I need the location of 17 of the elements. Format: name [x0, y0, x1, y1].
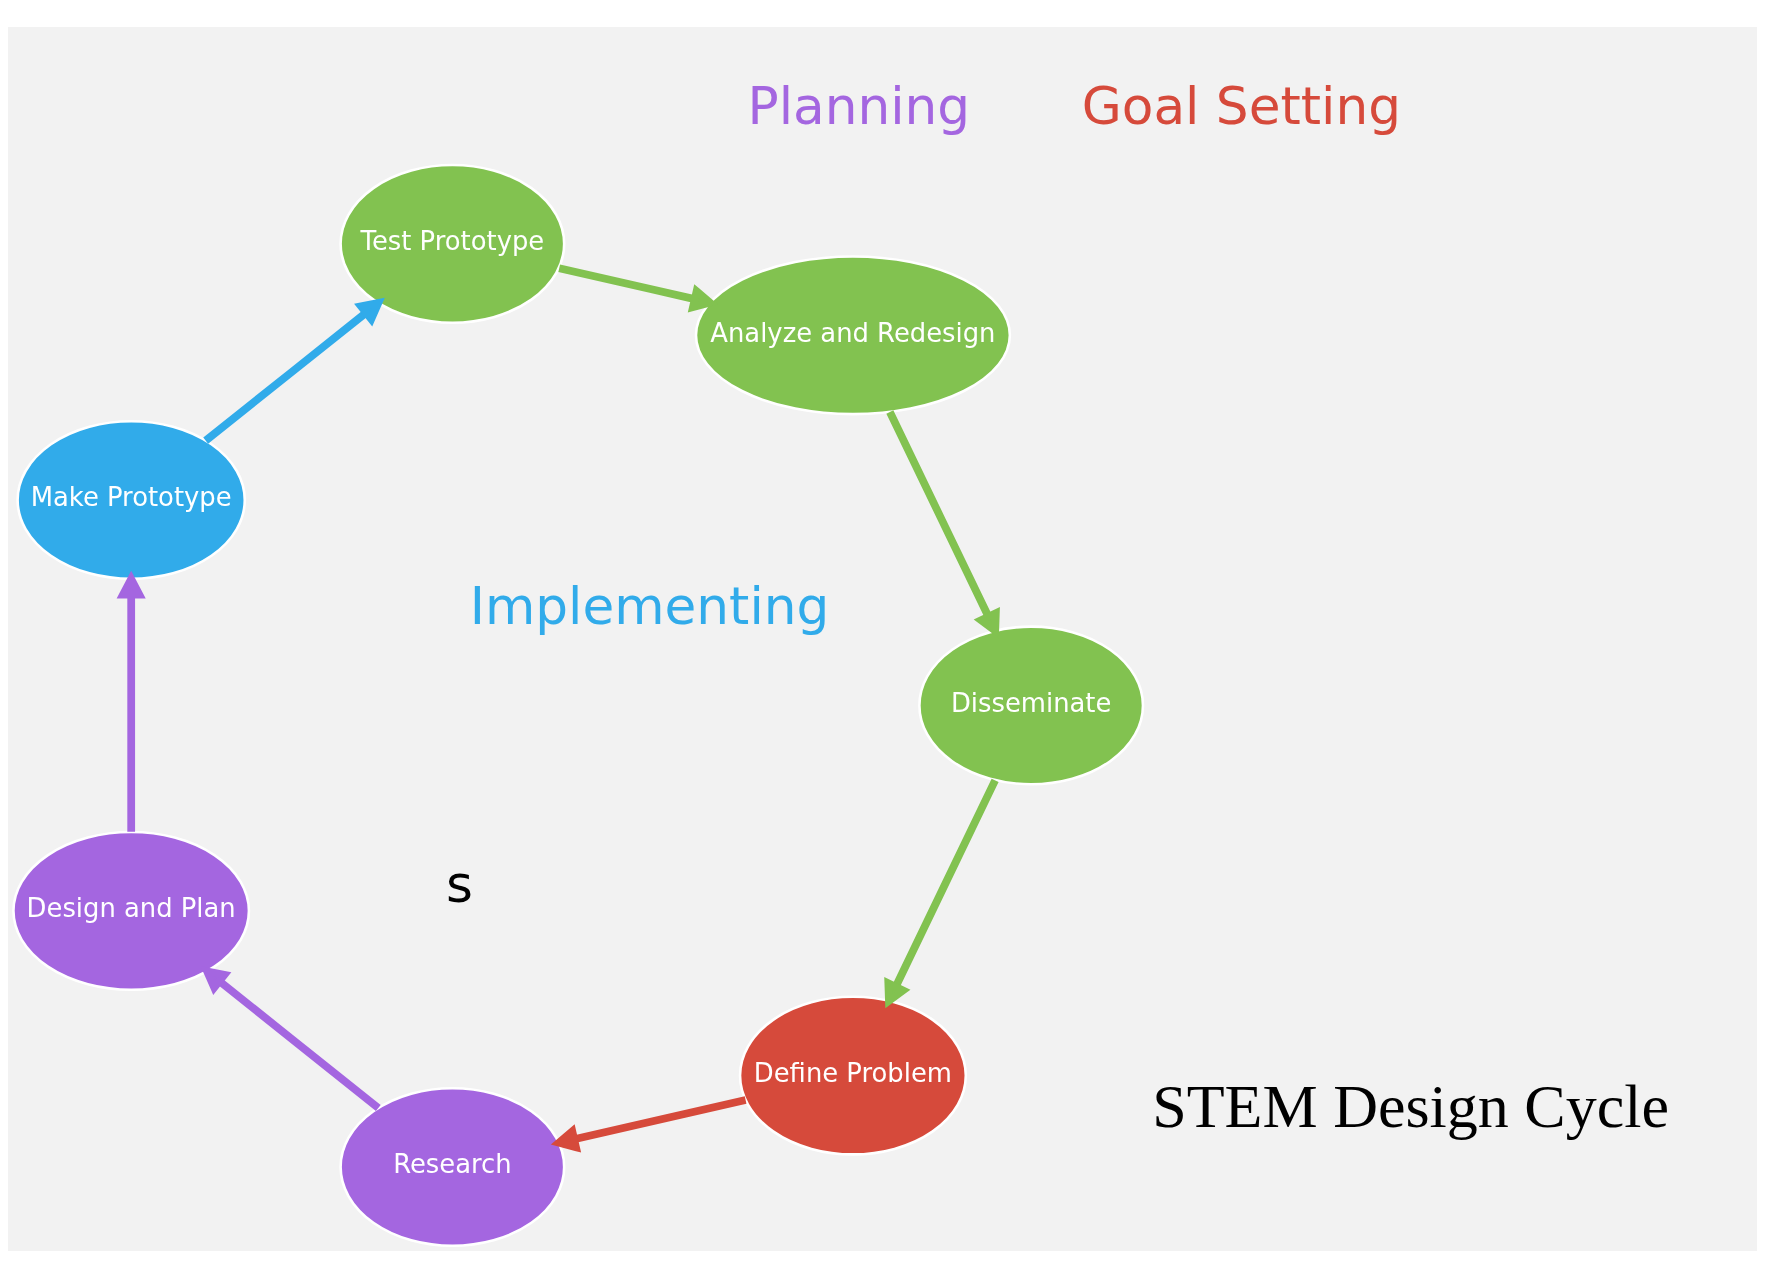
node-ellipse: Design and Plan [12, 830, 251, 991]
label: Goal Setting [1081, 75, 1401, 136]
arrow [116, 570, 146, 832]
label: STEM Design Cycle [1152, 1071, 1670, 1140]
arrow [884, 778, 999, 1009]
label: Planning [747, 75, 971, 136]
label: s [446, 853, 473, 914]
arrow [200, 966, 381, 1111]
node-ellipse: Disseminate [918, 625, 1145, 786]
arrow [203, 297, 385, 444]
node-ellipse: Make Prototype [16, 419, 247, 581]
node-ellipse: Analyze and Redesign [694, 255, 1012, 416]
node-ellipse: Research [339, 1086, 566, 1248]
arrow [550, 1096, 747, 1153]
node-ellipse: Test Prototype [339, 163, 566, 324]
label: Implementing [469, 576, 830, 637]
node-ellipse: Define Problem [738, 995, 968, 1156]
